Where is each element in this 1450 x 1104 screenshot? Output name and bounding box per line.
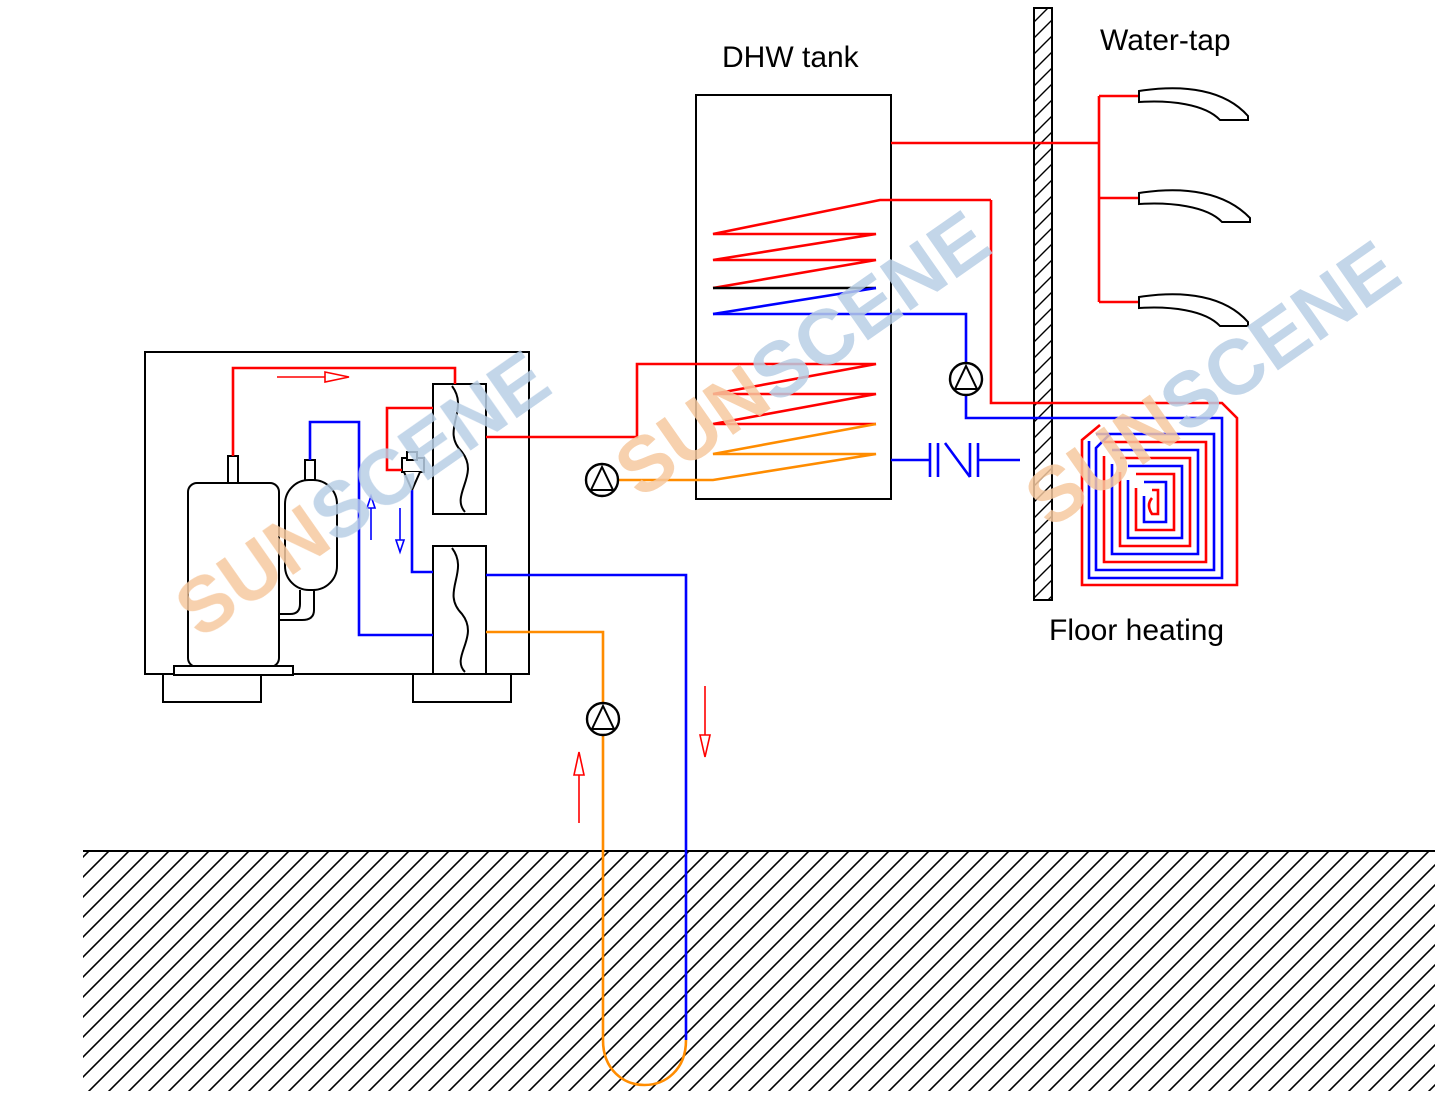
compressor xyxy=(173,455,294,676)
unit-foot-right xyxy=(412,673,512,703)
dhw-tank xyxy=(695,94,892,500)
condenser xyxy=(432,383,487,515)
arrow-up-return xyxy=(573,751,585,823)
expansion-valve xyxy=(401,451,425,493)
upper-coil xyxy=(712,198,1239,587)
lower-coil xyxy=(486,362,877,482)
flow-arrow-down xyxy=(394,508,406,555)
check-valve xyxy=(891,442,1020,478)
water-tap-2 xyxy=(1138,189,1251,223)
flow-arrow-right xyxy=(277,371,350,383)
ground xyxy=(83,850,1435,1091)
flow-arrow-up xyxy=(365,493,377,540)
watermark-text-3: SUNSCENE xyxy=(1009,223,1415,544)
ground-flow-arrows xyxy=(573,686,712,823)
water-tap-3 xyxy=(1138,293,1249,327)
accumulator xyxy=(280,459,338,621)
hot-water-supply xyxy=(891,94,1139,304)
evaporator xyxy=(432,545,487,675)
dhw-tank-label: DHW tank xyxy=(722,41,860,74)
unit-foot-left xyxy=(162,673,262,703)
wall xyxy=(1033,7,1053,601)
arrow-down-supply xyxy=(698,686,712,758)
pump-dhw xyxy=(584,462,620,498)
water-tap-label: Water-tap xyxy=(1100,24,1231,57)
ground-loop xyxy=(486,573,688,1087)
flow-arrows xyxy=(277,371,406,555)
pump-floor-heating xyxy=(948,361,984,397)
refrigerant-lines xyxy=(231,366,457,637)
floor-heating-label: Floor heating xyxy=(1049,614,1224,647)
water-tap-1 xyxy=(1138,87,1249,121)
floor-heating-coil xyxy=(964,396,1224,580)
pump-ground-loop xyxy=(585,701,621,737)
